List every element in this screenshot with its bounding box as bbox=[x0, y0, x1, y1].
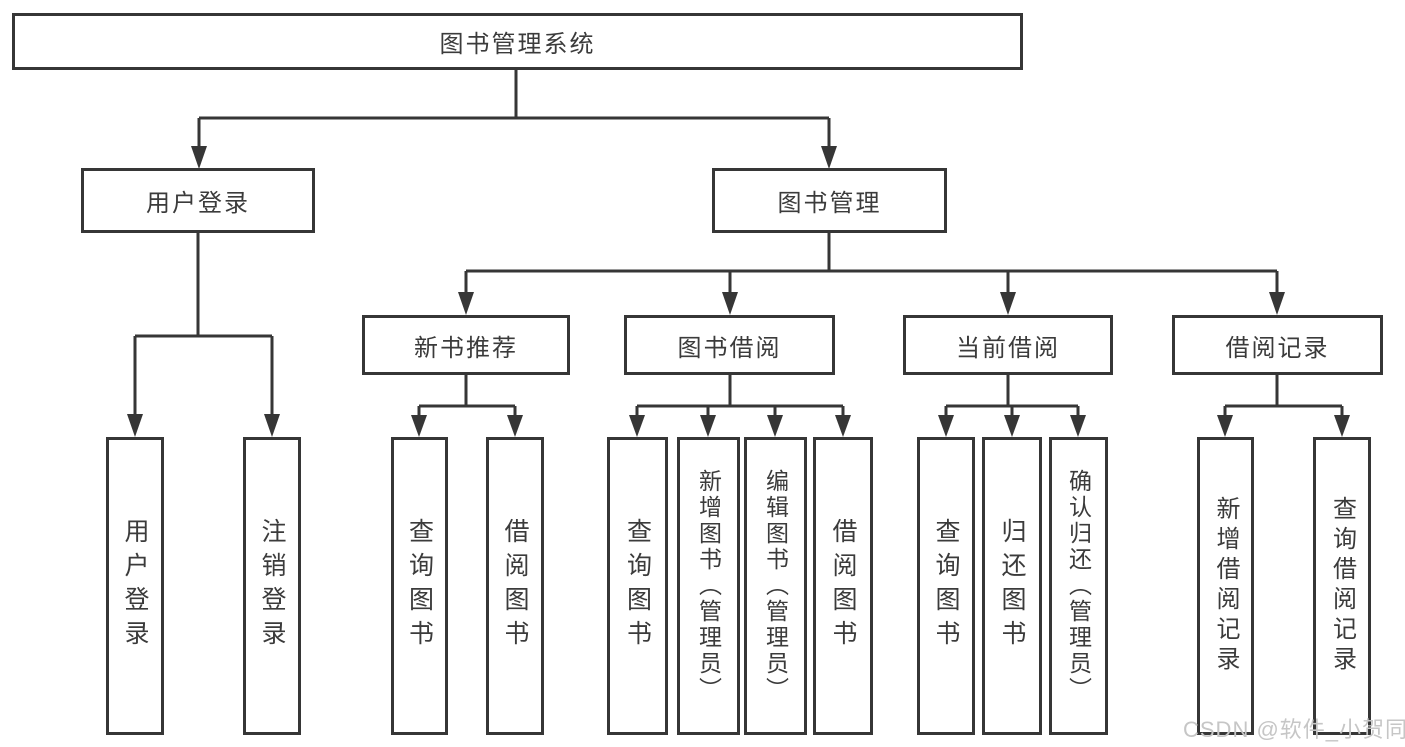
leaf-newrec-query-books-label: 查询图书 bbox=[405, 518, 434, 654]
arrowhead bbox=[191, 146, 207, 169]
arrowhead bbox=[1070, 415, 1086, 437]
node-current-borrow: 当前借阅 bbox=[903, 315, 1113, 375]
arrowhead bbox=[1004, 415, 1020, 437]
connector-user-to-leaves bbox=[127, 233, 280, 437]
leaf-newrec-borrow-books-label: 借阅图书 bbox=[501, 518, 529, 654]
node-book-management-label: 图书管理 bbox=[777, 190, 882, 217]
node-user-login: 用户登录 bbox=[81, 168, 315, 233]
arrowhead bbox=[938, 415, 954, 437]
leaf-newrec-borrow-books: 借阅图书 bbox=[486, 437, 544, 735]
node-library-system-label: 图书管理系统 bbox=[439, 31, 596, 58]
arrowhead bbox=[1217, 415, 1233, 437]
leaf-records-add-record: 新增借阅记录 bbox=[1197, 437, 1254, 735]
node-borrow-records: 借阅记录 bbox=[1172, 315, 1383, 375]
arrowhead bbox=[1000, 292, 1016, 315]
arrowhead bbox=[458, 292, 474, 315]
arrowhead bbox=[629, 415, 645, 437]
leaf-borrow-borrow-books-label: 借阅图书 bbox=[829, 518, 857, 654]
leaf-records-add-record-label: 新增借阅记录 bbox=[1212, 496, 1239, 676]
arrowhead bbox=[1334, 415, 1350, 437]
leaf-user-login-label: 用户登录 bbox=[121, 518, 149, 654]
node-book-borrow-label: 图书借阅 bbox=[677, 334, 782, 362]
leaf-records-query-record-label: 查询借阅记录 bbox=[1328, 496, 1356, 676]
leaf-logout-login: 注销登录 bbox=[243, 437, 301, 735]
node-user-login-label: 用户登录 bbox=[146, 190, 250, 217]
arrowhead bbox=[507, 415, 523, 437]
leaf-borrow-add-books-admin-label: 新增图书（管理员） bbox=[695, 469, 722, 703]
leaf-records-query-record: 查询借阅记录 bbox=[1313, 437, 1371, 735]
leaf-borrow-query-books: 查询图书 bbox=[607, 437, 668, 735]
leaf-current-return-books: 归还图书 bbox=[982, 437, 1042, 735]
arrowhead bbox=[722, 292, 738, 315]
connector-root-to-level2 bbox=[191, 70, 837, 169]
arrowhead bbox=[821, 146, 837, 169]
leaf-borrow-edit-books-admin-label: 编辑图书（管理员） bbox=[762, 469, 789, 703]
csdn-watermark: CSDN @软件_小贺同学 bbox=[1183, 717, 1405, 742]
leaf-current-query-books-label: 查询图书 bbox=[932, 518, 960, 654]
connector-records-to-leaves bbox=[1217, 375, 1350, 437]
node-new-book-recommend: 新书推荐 bbox=[362, 315, 570, 375]
node-book-borrow: 图书借阅 bbox=[624, 315, 835, 375]
node-borrow-records-label: 借阅记录 bbox=[1225, 334, 1330, 362]
connector-newbook-to-leaves bbox=[411, 375, 523, 437]
node-new-book-recommend-label: 新书推荐 bbox=[414, 334, 518, 362]
node-book-management: 图书管理 bbox=[712, 168, 947, 233]
leaf-newrec-query-books: 查询图书 bbox=[391, 437, 448, 735]
leaf-user-login: 用户登录 bbox=[106, 437, 164, 735]
node-current-borrow-label: 当前借阅 bbox=[956, 334, 1060, 362]
leaf-current-confirm-return-admin: 确认归还（管理员） bbox=[1049, 437, 1108, 735]
arrowhead bbox=[700, 415, 716, 437]
arrowhead bbox=[411, 415, 427, 437]
leaf-borrow-query-books-label: 查询图书 bbox=[623, 518, 652, 654]
connector-bookborrow-to-leaves bbox=[629, 375, 851, 437]
arrowhead bbox=[264, 414, 280, 437]
arrowhead bbox=[127, 414, 143, 437]
leaf-borrow-borrow-books: 借阅图书 bbox=[813, 437, 873, 735]
leaf-borrow-edit-books-admin: 编辑图书（管理员） bbox=[744, 437, 807, 735]
node-library-system: 图书管理系统 bbox=[12, 13, 1023, 70]
leaf-current-confirm-return-admin-label: 确认归还（管理员） bbox=[1065, 469, 1092, 703]
arrowhead bbox=[767, 415, 783, 437]
connector-management-to-sections bbox=[458, 233, 1285, 315]
connector-currentborrow-to-leaves bbox=[938, 375, 1086, 437]
leaf-current-return-books-label: 归还图书 bbox=[998, 518, 1026, 654]
leaf-logout-login-label: 注销登录 bbox=[258, 518, 286, 654]
leaf-borrow-add-books-admin: 新增图书（管理员） bbox=[677, 437, 740, 735]
arrowhead bbox=[835, 415, 851, 437]
leaf-current-query-books: 查询图书 bbox=[917, 437, 975, 735]
arrowhead bbox=[1269, 292, 1285, 315]
